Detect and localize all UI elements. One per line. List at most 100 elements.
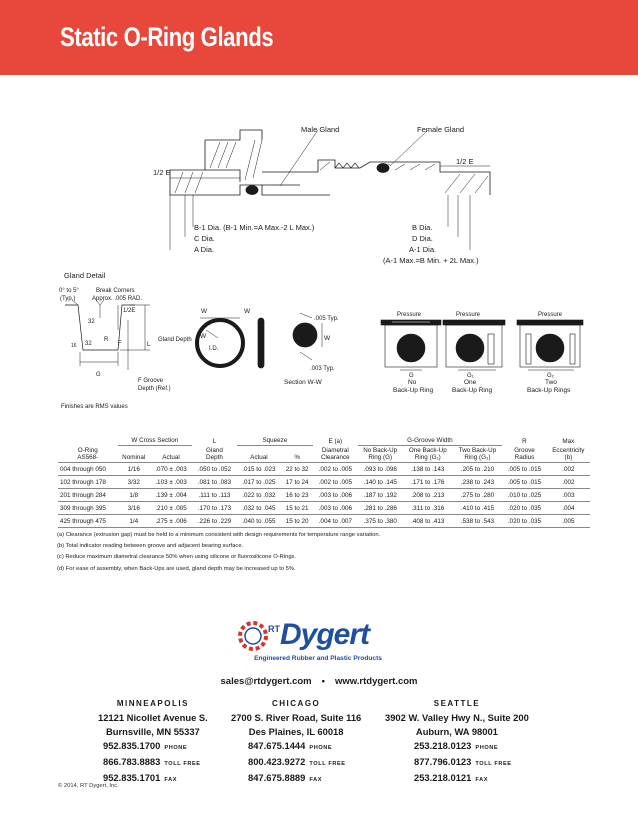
w3-label: W [200, 333, 207, 340]
finish-note: Finishes are RMS values [61, 404, 128, 410]
half-e-left-label: 1/2 E [153, 168, 171, 177]
backup-g-label-1: G [409, 373, 414, 379]
office-city: SEATTLE [433, 699, 481, 708]
email-link[interactable]: sales@rtdygert.com [220, 676, 312, 687]
backup-no-drawing [380, 319, 442, 371]
separator: • [321, 676, 325, 687]
office-street: 2700 S. River Road, Suite 116 [231, 712, 362, 723]
angle-16-label: 16 [71, 343, 77, 349]
r-label: R [104, 337, 109, 343]
l-label: L [147, 342, 151, 348]
office-phone: 952.835.1700 [103, 740, 161, 751]
oring-section-drawing [195, 312, 323, 369]
pressure-label-2: Pressure [456, 312, 481, 318]
note-a: (a) Clearance (extrusion gap) must be he… [57, 532, 381, 538]
col-group-w: W Cross Section [117, 436, 193, 446]
copyright: © 2014, RT Dygert, Inc. [58, 783, 119, 789]
col-actual: Actual [162, 454, 180, 461]
backup-label2-3: Back-Up Rings [527, 387, 571, 394]
contact-line: sales@rtdygert.com • www.rtdygert.com [0, 676, 638, 687]
office-tollfree: 877.796.0123 [414, 756, 472, 767]
c-dia-label: C Dia. [194, 234, 215, 243]
b1-dia-label: B-1 Dia. (B-1 Min.=A Max.-2 L Max.) [194, 223, 315, 232]
office-minneapolis: MINNEAPOLIS 12121 Nicollet Avenue S. Bur… [98, 699, 208, 783]
backup-label1-2: One [464, 379, 477, 386]
logo-brand: Dygert [280, 618, 370, 651]
gland-spec-table: W Cross Section L Squeeze E (a) G-Groove… [58, 436, 590, 528]
depth-ref-label: Depth (Ref.) [138, 386, 171, 392]
male-gland-label: Male Gland [301, 125, 339, 134]
pressure-label-3: Pressure [538, 312, 563, 318]
logo-gear-icon [238, 621, 268, 651]
web-link[interactable]: www.rtdygert.com [334, 676, 418, 687]
page-title: Static O-Ring Glands [60, 22, 274, 52]
typ-003-label: .003 Typ. [310, 366, 335, 372]
office-city: MINNEAPOLIS [116, 699, 189, 708]
w4-label: W [324, 335, 331, 342]
office-phone: 253.218.0123 [414, 740, 472, 751]
backup-label1-1: No [408, 379, 417, 386]
office-phone: 847.675.1444 [248, 740, 306, 751]
office-citystate: Des Plaines, IL 60018 [248, 726, 344, 737]
backup-g-label-3: G₂ [547, 373, 555, 379]
backup-label2-2: Back-Up Ring [452, 387, 492, 394]
page-header: Static O-Ring Glands [0, 0, 638, 75]
col-sq-pct: % [294, 454, 300, 461]
id-label: I.D. [209, 346, 219, 352]
table-group-header: W Cross Section L Squeeze E (a) G-Groove… [58, 436, 590, 446]
assembly-drawing [169, 129, 491, 250]
col-group-squeeze: Squeeze [236, 436, 314, 446]
office-street: 3902 W. Valley Hwy N., Suite 200 [385, 712, 529, 723]
col-nominal: Nominal [122, 454, 146, 461]
backup-label1-3: Two [545, 379, 557, 386]
gland-diagrams: Male Gland Female Gland 1/2 E 1/2 E B-1 … [59, 125, 584, 410]
office-chicago: CHICAGO 2700 S. River Road, Suite 116 De… [231, 699, 362, 783]
a-dia-label: A Dia. [194, 245, 214, 254]
gland-detail-title: Gland Detail [64, 271, 106, 280]
angle-32b-label: 32 [85, 341, 92, 347]
d-dia-label: D Dia. [412, 234, 433, 243]
angle-label: 0° to 5° [59, 288, 79, 294]
logo-tagline: Engineered Rubber and Plastic Products [254, 655, 382, 662]
logo-rt: RT [268, 624, 280, 634]
typ-label: (Typ.) [60, 296, 75, 302]
office-fax: 847.675.8889 [248, 772, 306, 783]
note-d: (d) For ease of assembly, when Back-Ups … [57, 565, 296, 572]
note-c: (c) Reduce maximum diametral clearance 5… [57, 554, 297, 561]
half-e-detail-label: 1/2E [123, 308, 135, 314]
col-group-e: E (a) [328, 437, 343, 445]
section-label: Section W-W [284, 379, 323, 386]
backup-g-label-2: G₁ [467, 373, 474, 379]
office-fax: 952.835.1701 [103, 772, 161, 783]
angle-32a-label: 32 [88, 319, 95, 325]
office-fax: 253.218.0121 [414, 772, 472, 783]
note-b: (b) Total indicator reading between groo… [57, 543, 244, 550]
a1-dia-label: A-1 Dia. [409, 245, 436, 254]
backup-label2-1: Back-Up Ring [393, 387, 433, 394]
backup-one-drawing [442, 319, 506, 371]
a1-note-label: (A-1 Max.=B Min. + 2L Max.) [383, 256, 479, 265]
typ-005-label: .005 Typ. [314, 316, 339, 322]
backup-two-drawing [516, 319, 584, 371]
f-label: F [118, 341, 122, 347]
office-tollfree: 866.783.8883 [103, 756, 161, 767]
f-groove-label: F Groove [138, 378, 164, 384]
col-group-l: L [212, 437, 217, 445]
table-notes: (a) Clearance (extrusion gap) must be he… [57, 530, 380, 575]
office-tollfree: 800.423.9272 [248, 756, 306, 767]
female-gland-label: Female Gland [417, 125, 464, 134]
w1-label: W [201, 308, 208, 315]
g-label: G [96, 372, 101, 378]
col-sq-actual: Actual [250, 454, 268, 461]
b-dia-label: B Dia. [412, 223, 432, 232]
